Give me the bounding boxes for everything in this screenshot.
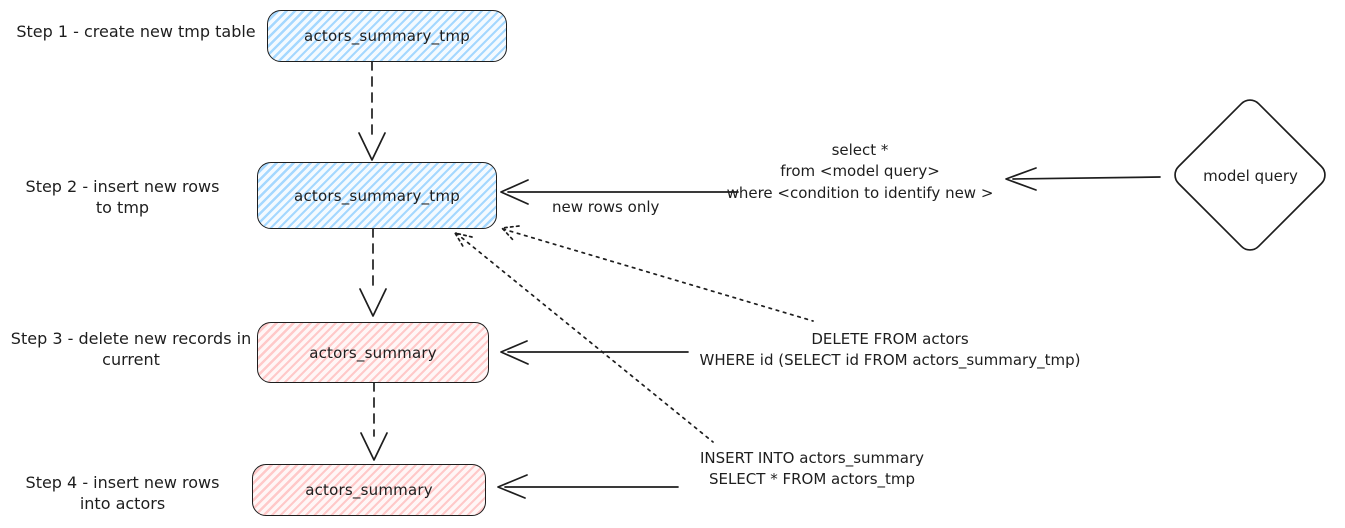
select-query-annotation: select * from <model query> where <condi… (726, 141, 994, 202)
arrow-step3-to-step4 (360, 381, 388, 461)
node-step4-actors-summary: actors_summary (252, 464, 486, 516)
arrow-step2-to-step3 (359, 227, 387, 317)
model-query-label: model query (1203, 167, 1298, 185)
node-step3-text: actors_summary (309, 343, 437, 362)
node-step1-text: actors_summary_tmp (304, 27, 470, 45)
insert-query-annotation: INSERT INTO actors_summary SELECT * FROM… (699, 449, 925, 489)
step-4-label: Step 4 - insert new rows into actors (25, 473, 220, 514)
node-step4-text: actors_summary (305, 481, 433, 499)
step-2-label: Step 2 - insert new rows to tmp (25, 177, 220, 218)
dotted-ref-delete-to-tmp (501, 225, 814, 322)
dotted-ref-insert-to-tmp (454, 232, 714, 443)
node-step2-text: actors_summary_tmp (294, 186, 460, 205)
new-rows-only-label: new rows only (552, 198, 660, 216)
arrow-step1-to-step2 (358, 60, 386, 161)
arrow-insert-query-to-summary (497, 474, 679, 499)
arrow-select-query-to-tmp (500, 179, 739, 205)
arrow-model-query-to-select (1005, 167, 1161, 191)
step-1-label: Step 1 - create new tmp table (16, 22, 256, 41)
node-step1-actors-summary-tmp: actors_summary_tmp (267, 10, 507, 62)
step-3-label: Step 3 - delete new records in current (10, 329, 252, 370)
node-step3-actors-summary: actors_summary (257, 322, 489, 383)
model-query-diamond (1174, 99, 1326, 251)
arrow-delete-query-to-summary (500, 340, 689, 365)
node-step2-actors-summary-tmp: actors_summary_tmp (257, 162, 497, 229)
delete-query-annotation: DELETE FROM actors WHERE id (SELECT id F… (699, 330, 1081, 370)
